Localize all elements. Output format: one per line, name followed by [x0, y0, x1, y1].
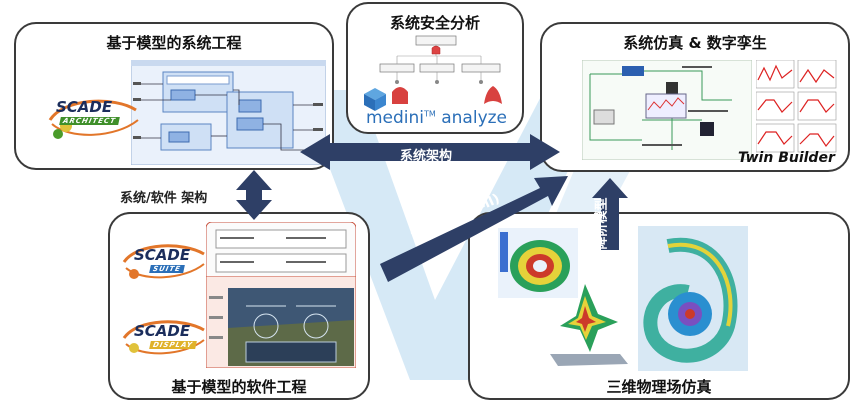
system-architecture-arrow — [300, 134, 560, 170]
medini-prefix: medini — [366, 108, 425, 128]
rom-label: 降阶模型 — [594, 197, 610, 250]
architecture-diagram — [131, 60, 326, 165]
scade-suite-swoosh — [122, 244, 205, 279]
and-gate-icon — [392, 87, 408, 104]
scade-display-logo: SCADE — [134, 322, 191, 340]
fmi-arrow — [380, 176, 568, 282]
panel-software: 基于模型的软件工程 SCADE SUITE SCADE DISPLAY — [108, 212, 370, 400]
scade-display-swoosh — [122, 320, 205, 355]
panel-title-physics: 三维物理场仿真 — [606, 378, 712, 396]
scade-suite-diagram — [206, 222, 356, 282]
medini-suffix: analyze — [441, 108, 508, 128]
panel-physics: 三维物理场仿真 — [468, 212, 850, 400]
twin-builder-schematic — [582, 60, 752, 160]
result-plots — [756, 60, 837, 153]
medini-tm: TM — [424, 109, 436, 119]
panel-title-safety: 系统安全分析 — [389, 14, 480, 32]
panel-mbse: 基于模型的系统工程 SCADE ARCHITECT — [14, 22, 334, 170]
panel-title-software: 基于模型的软件工程 — [171, 378, 307, 396]
scade-architect-swoosh — [48, 99, 139, 139]
em-field-image — [550, 284, 628, 366]
system-architecture-label: 系统架构 — [400, 149, 453, 164]
scade-architect-logo: SCADE — [56, 98, 113, 116]
cockpit-display — [206, 276, 356, 368]
fea-torus-image — [498, 228, 578, 298]
fault-tree-diagram — [379, 35, 501, 84]
sys-sw-arch-arrow — [236, 170, 272, 220]
scade-suite-logo: SCADE — [134, 246, 191, 264]
panel-title-mbse: 基于模型的系统工程 — [106, 34, 242, 52]
or-gate-icon — [484, 86, 502, 104]
panel-title-sim: 系统仿真 & 数字孪生 — [623, 34, 767, 52]
twin-builder-logo: Twin Builder — [738, 150, 835, 166]
cfd-volute-image — [638, 226, 748, 371]
medini-logo: mediniTM analyze — [366, 108, 507, 128]
panel-safety: 系统安全分析 mediniTM analyze — [346, 2, 524, 134]
medini-cube-icon — [364, 88, 386, 111]
rom-arrow — [592, 178, 628, 250]
panel-sim: 系统仿真 & 数字孪生 Twin Builder — [540, 22, 850, 172]
sys-sw-arch-label: 系统/软件 架构 — [120, 191, 208, 206]
